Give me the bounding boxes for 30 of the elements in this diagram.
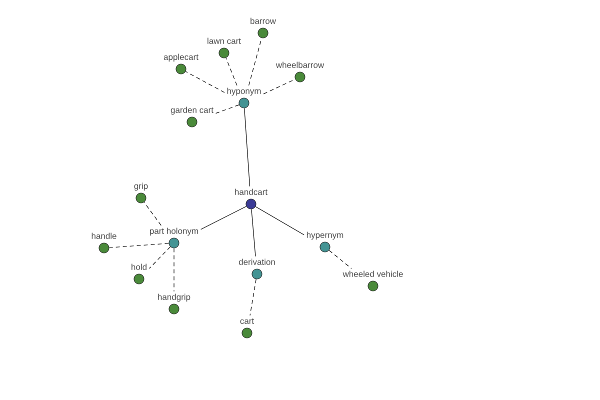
node-label: applecart — [164, 54, 198, 62]
connector — [148, 246, 171, 269]
node-label: grip — [134, 182, 148, 191]
connector — [255, 206, 304, 236]
node-label: handgrip — [158, 294, 190, 302]
connector — [200, 206, 247, 230]
node-label: handcart — [235, 188, 268, 195]
node-label: derivation — [238, 258, 275, 265]
node-label: garden cart — [170, 106, 214, 115]
node-label: hold — [132, 264, 146, 270]
connector — [185, 71, 225, 93]
node-label: lawn cart — [208, 38, 241, 44]
node-label: wheeled vehicle — [342, 270, 403, 277]
node-label: part holonym — [150, 228, 198, 236]
connector — [328, 250, 352, 269]
connector — [250, 278, 256, 316]
connector — [251, 208, 256, 257]
connector — [248, 38, 262, 86]
node-label: cart — [240, 318, 254, 324]
connector — [109, 243, 170, 248]
connector — [244, 108, 250, 187]
connector — [215, 104, 240, 114]
node-label: wheelbarrow — [276, 62, 324, 68]
node-label: barrow — [250, 18, 276, 24]
node-label: hypernym — [306, 232, 344, 240]
node-label: handle — [92, 232, 116, 239]
connector — [144, 202, 162, 226]
connector — [263, 78, 296, 94]
connector — [226, 58, 238, 86]
node-label: hyponym — [227, 88, 261, 96]
